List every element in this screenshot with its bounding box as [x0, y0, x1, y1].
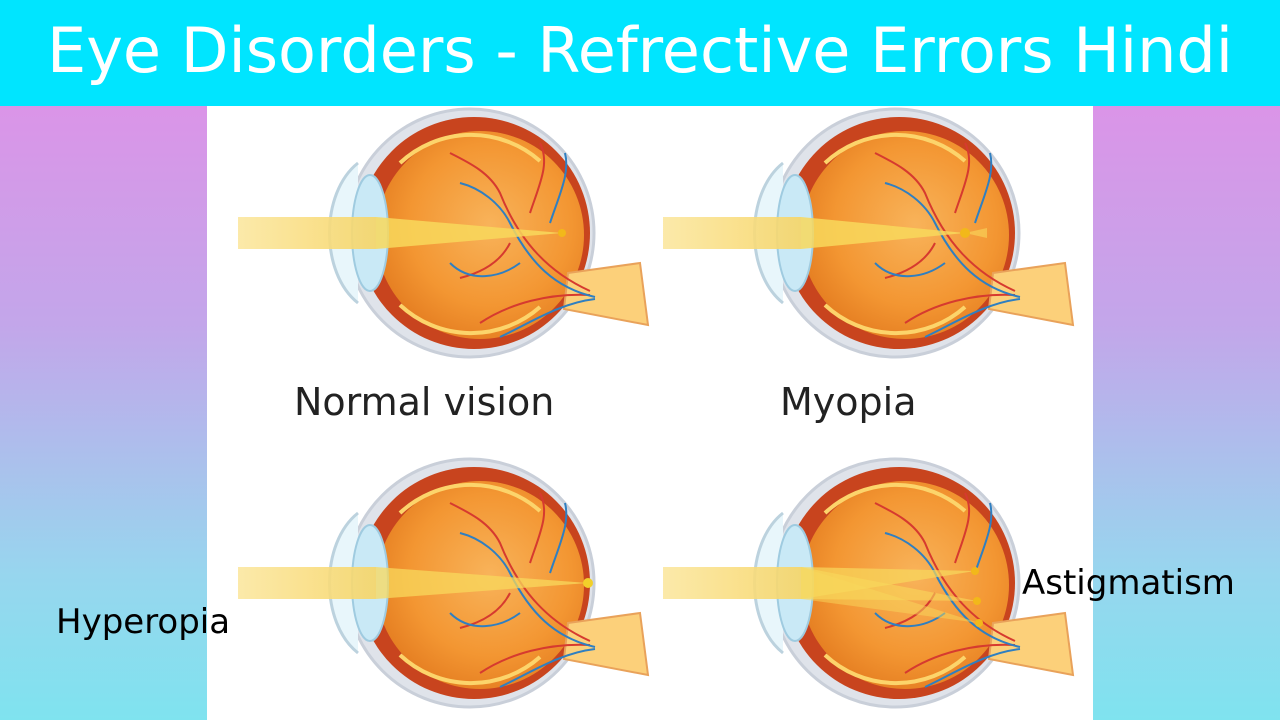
eye-diagram-hyperopia-icon: [238, 457, 650, 709]
label-astigmatism: Astigmatism: [1022, 563, 1235, 603]
label-myopia: Myopia: [780, 380, 917, 424]
page-title: Eye Disorders - Refrective Errors Hindi: [47, 14, 1233, 87]
title-banner: Eye Disorders - Refrective Errors Hindi: [0, 0, 1280, 106]
eye-diagram-myopia-icon: [663, 107, 1075, 359]
label-normal-vision: Normal vision: [294, 380, 555, 424]
eye-diagram-astigmatism-icon: [663, 457, 1075, 709]
label-hyperopia: Hyperopia: [56, 602, 231, 642]
eye-diagram-normal-icon: [238, 107, 650, 359]
